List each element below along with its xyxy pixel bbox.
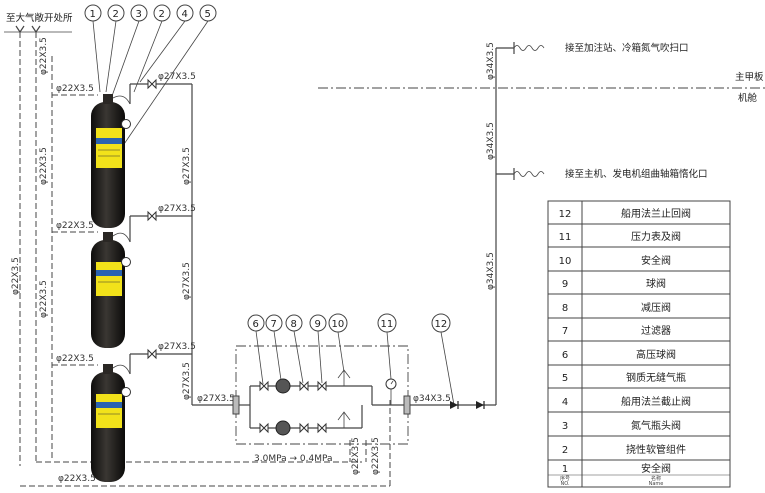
pipe-size-outlet-2: φ27X3.5 [158, 204, 196, 214]
legend-name-6: 高压球阀 [636, 348, 676, 361]
pipe-size-outlet-main: φ34X3.5 [413, 394, 451, 404]
pipe-size-riser-2: φ34X3.5 [486, 122, 496, 160]
callout-8: 8 [291, 319, 297, 330]
legend-no-6: 6 [562, 350, 568, 361]
cylinder-2 [91, 232, 131, 348]
callout-10: 10 [332, 319, 345, 330]
legend-name-7: 过滤器 [641, 324, 671, 337]
legend-name-4: 船用法兰截止阀 [621, 395, 691, 408]
legend-header-name-en: Name [649, 481, 664, 487]
skid-piping [239, 369, 404, 436]
callout-6: 6 [253, 319, 259, 330]
crankcase-label: 接至主机、发电机组曲轴箱惰化口 [565, 168, 708, 180]
reducing-skid-frame [235, 345, 409, 445]
main-deck-label: 主甲板 [735, 71, 764, 83]
pipe-size-to-skid: φ27X3.5 [197, 394, 235, 404]
pipe-size-left-3: φ22X3.5 [39, 147, 49, 185]
pipe-size-skid-vent-1: φ22X3.5 [351, 437, 361, 475]
legend-no-5: 5 [562, 373, 568, 384]
inlet-flange [232, 395, 240, 415]
callouts-skid: 6 7 8 9 10 11 12 [247, 313, 455, 406]
pipe-size-collector-2: φ27X3.5 [182, 262, 192, 300]
legend-name-9: 球阀 [646, 277, 666, 290]
pipe-size-riser-1: φ34X3.5 [486, 42, 496, 80]
pipe-size-relief-3: φ22X3.5 [56, 354, 94, 364]
pipe-size-collector-3: φ27X3.5 [182, 362, 192, 400]
legend-name-2: 挠性软管组件 [626, 443, 686, 456]
callout-5: 5 [205, 9, 211, 20]
legend-no-1: 1 [562, 464, 568, 475]
legend-header-name: 名称 [651, 475, 661, 482]
legend-name-12: 船用法兰止回阀 [621, 207, 691, 220]
legend-no-3: 3 [562, 421, 568, 432]
legend-name-1: 安全阀 [641, 462, 671, 475]
legend-table: 12 船用法兰止回阀 11 压力表及阀 10 安全阀 9 球阀 8 减压阀 7 … [547, 200, 731, 488]
pipe-size-outlet-3: φ27X3.5 [158, 342, 196, 352]
pressure-note: 3.0MPa → 0.4MPa [254, 454, 333, 464]
callout-11: 11 [381, 319, 394, 330]
legend-no-4: 4 [562, 397, 568, 408]
legend-no-11: 11 [559, 232, 572, 243]
callout-4: 4 [182, 9, 188, 20]
pipe-size-relief-2: φ22X3.5 [56, 221, 94, 231]
legend-header-no: 序号 [560, 475, 570, 482]
legend-name-8: 减压阀 [641, 301, 671, 314]
vent-label: 至大气敞开处所 [6, 12, 73, 24]
vent-mark-2 [31, 25, 41, 34]
legend-name-3: 氮气瓶头阀 [631, 419, 681, 432]
vent-mark-1 [15, 25, 25, 34]
callout-1: 1 [90, 9, 96, 20]
pipe-size-riser-3: φ34X3.5 [486, 252, 496, 290]
engine-room-label: 机舱 [738, 92, 758, 104]
legend-no-2: 2 [562, 445, 568, 456]
legend-no-9: 9 [562, 279, 568, 290]
pipe-size-left-4: φ22X3.5 [39, 280, 49, 318]
pipe-size-outlet-1: φ27X3.5 [158, 72, 196, 82]
pipe-size-left-1: φ22X3.5 [11, 257, 21, 295]
pipe-size-collector-1: φ27X3.5 [182, 147, 192, 185]
legend-no-8: 8 [562, 303, 568, 314]
cylinder-outlets [129, 78, 236, 406]
callout-9: 9 [315, 319, 321, 330]
legend-name-5: 钢质无缝气瓶 [626, 371, 686, 384]
pipe-size-skid-vent-2: φ22X3.5 [371, 437, 381, 475]
callout-2b: 2 [159, 9, 165, 20]
legend-header-no-en: NO. [560, 481, 569, 487]
outlet-line [410, 42, 545, 409]
callout-12: 12 [435, 319, 448, 330]
legend-no-10: 10 [559, 256, 572, 267]
legend-no-7: 7 [562, 326, 568, 337]
cylinder-3 [91, 364, 131, 482]
legend-name-10: 安全阀 [641, 254, 671, 267]
cylinder-1 [91, 94, 131, 228]
callouts-top: 1 2 3 2 4 5 [84, 4, 217, 151]
callout-2a: 2 [113, 9, 119, 20]
outlet-flange [403, 395, 411, 415]
callout-3: 3 [136, 9, 142, 20]
pipe-size-relief-1: φ22X3.5 [56, 84, 94, 94]
pipe-size-left-2: φ22X3.5 [39, 37, 49, 75]
callout-7: 7 [271, 319, 277, 330]
legend-no-12: 12 [559, 209, 572, 220]
filling-station-label: 接至加注站、冷箱氮气吹扫口 [565, 42, 689, 54]
legend-name-11: 压力表及阀 [631, 230, 681, 243]
pipe-size-bottom: φ22X3.5 [58, 474, 96, 484]
